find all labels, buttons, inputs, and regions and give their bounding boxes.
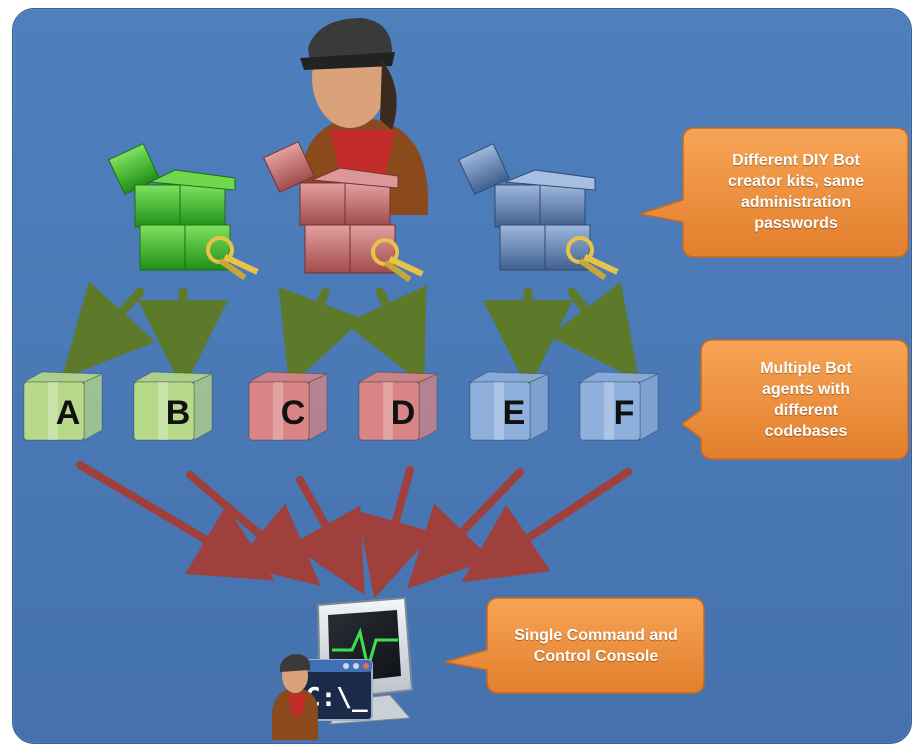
arrow-f-to-console — [461, 468, 632, 583]
callout-bottom-bubble — [444, 597, 705, 694]
agent-box-d: D — [357, 371, 438, 441]
agent-box-f: F — [578, 371, 659, 441]
arrow-c-to-console — [290, 476, 365, 595]
green-kit-key-icon — [206, 236, 259, 281]
arrow-green-to-a — [61, 281, 156, 379]
callout-middle: Multiple Bot agents with different codeb… — [708, 344, 904, 456]
blue-kit-icon — [458, 143, 596, 271]
arrow-b-to-console — [186, 471, 321, 586]
bot-agents: A B C D E F — [22, 371, 659, 441]
operator-avatar-icon — [272, 654, 318, 740]
arrow-red-to-d — [345, 285, 427, 386]
callout-middle-bubble — [680, 339, 909, 460]
red-kit-icon — [263, 141, 399, 274]
arrow-e-to-console — [407, 468, 524, 589]
green-kit-icon — [108, 143, 236, 271]
agent-box-a: A — [22, 371, 103, 441]
red-kit-key-icon — [371, 238, 424, 283]
callout-bottom: Single Command and Control Console — [492, 602, 700, 690]
arrow-blue-to-f — [548, 281, 640, 381]
blue-kit-key-icon — [566, 236, 619, 281]
agent-letter-d: D — [391, 394, 416, 432]
agent-letter-f: F — [614, 394, 635, 432]
arrow-red-to-c — [278, 287, 363, 388]
callout-bottom-text: Single Command and Control Console — [514, 627, 678, 665]
arrow-d-to-console — [357, 466, 435, 599]
callout-top-bubble — [639, 127, 909, 258]
agent-letter-e: E — [503, 394, 526, 432]
agent-box-e: E — [468, 371, 549, 441]
command-prompt-window-icon: C:\_ — [299, 659, 373, 721]
callout-middle-text: Multiple Bot agents with different codeb… — [760, 360, 852, 440]
agent-box-b: B — [132, 371, 213, 441]
agent-box-c: C — [247, 371, 328, 441]
agent-letter-b: B — [166, 394, 191, 432]
kit-to-agent-arrows — [61, 281, 640, 390]
agent-to-console-arrows — [76, 461, 632, 599]
callout-top-text: Different DIY Bot creator kits, same adm… — [727, 152, 865, 232]
agent-letter-a: A — [56, 394, 81, 432]
arrow-a-to-console — [76, 461, 275, 581]
agent-letter-c: C — [281, 394, 306, 432]
callout-top: Different DIY Bot creator kits, same adm… — [690, 132, 902, 252]
